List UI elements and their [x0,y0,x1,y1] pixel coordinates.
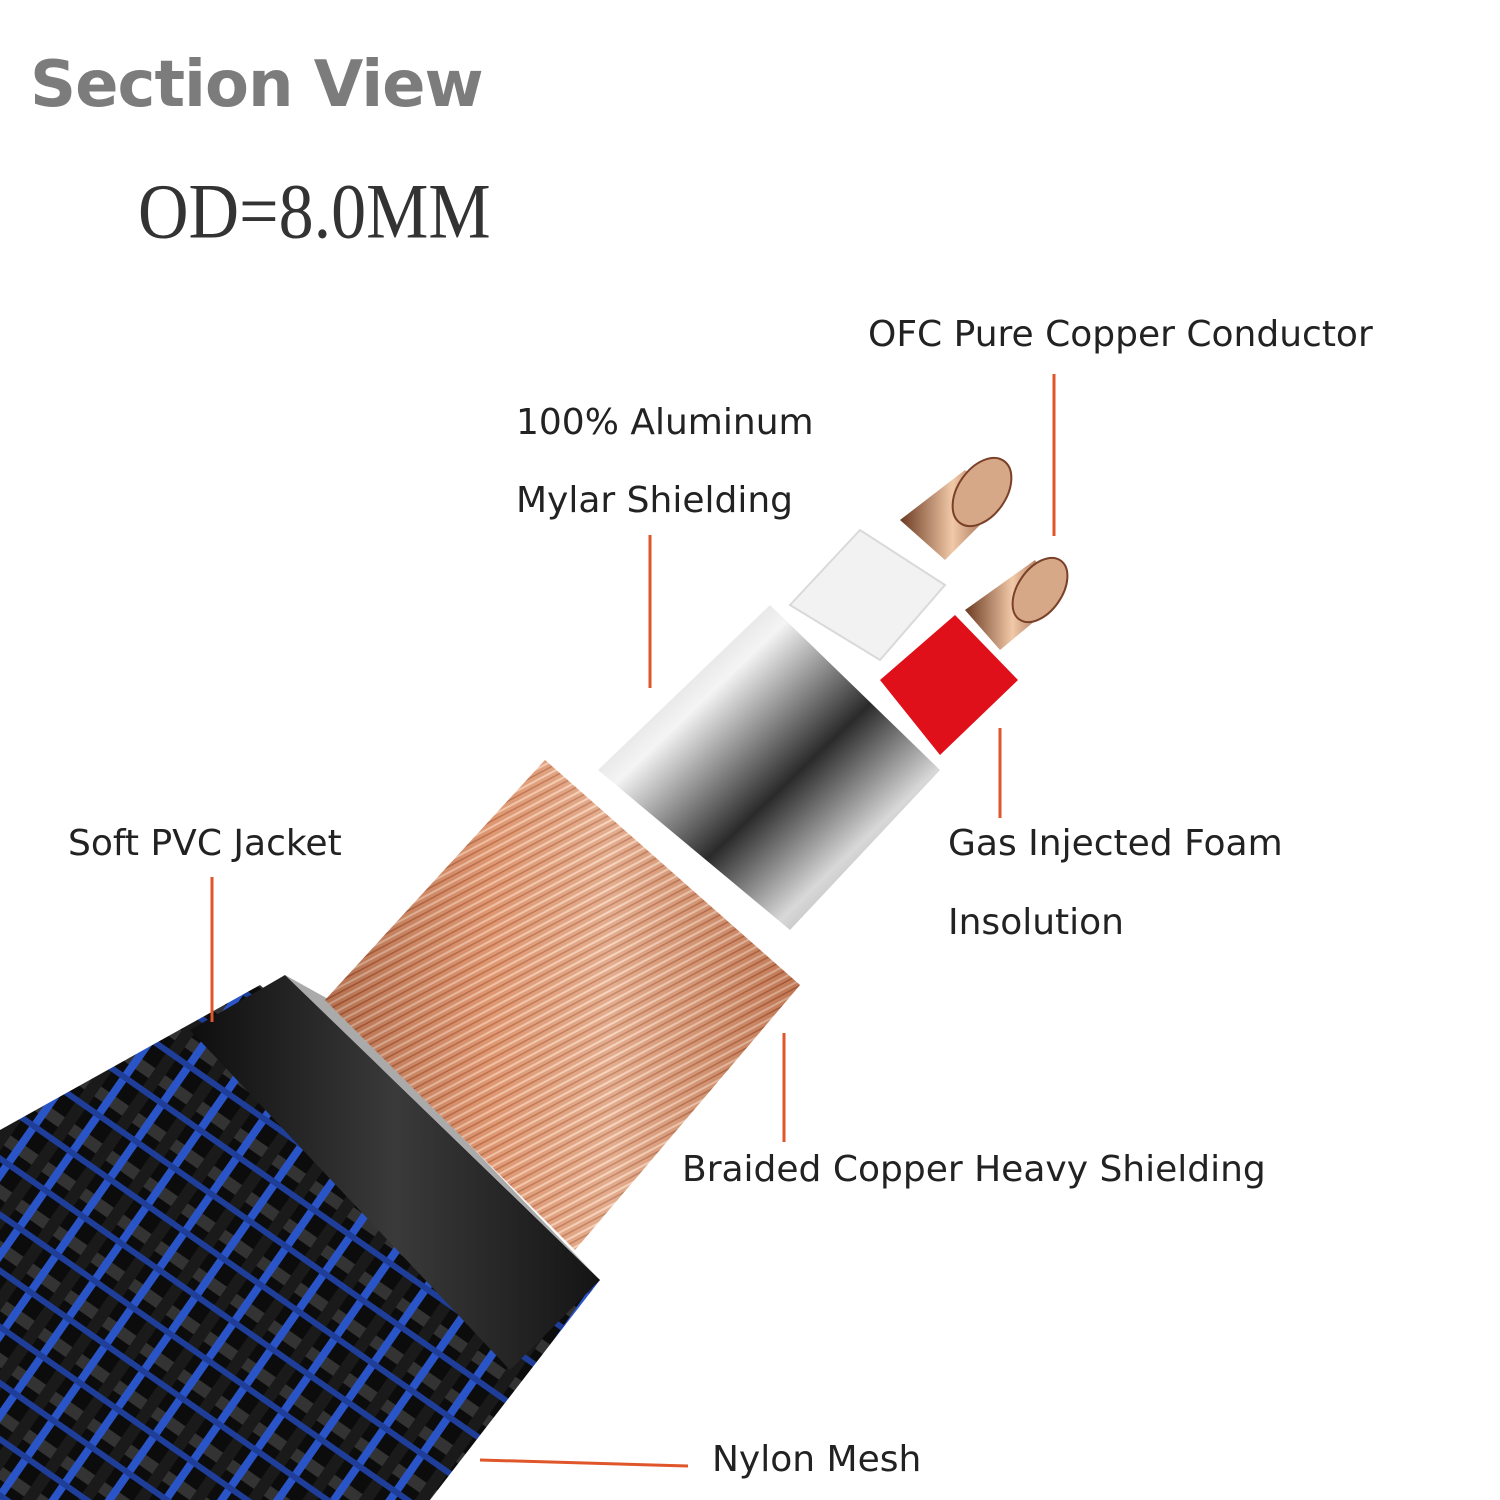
nylon-leader-line [479,1458,689,1468]
nylon-mesh-layer [0,985,600,1500]
braided-shield-label: Braided Copper Heavy Shielding [682,1149,1266,1190]
red-insulated-conductor [880,556,1069,755]
outer-diameter-label: OD=8.0MM [138,169,491,256]
nylon-mesh-label: Nylon Mesh [712,1439,922,1480]
diagram-title: Section View [30,48,484,122]
white-insulated-conductor [788,456,1013,662]
pvc-jacket-label: Soft PVC Jacket [68,823,342,864]
ofc-conductor-label: OFC Pure Copper Conductor [868,314,1373,355]
pvc-jacket-ring [190,975,600,1370]
aluminum-mylar-foil [598,605,940,930]
mylar-shielding-label-line2: Mylar Shielding [516,480,794,521]
foam-insulation-label-line2: Insolution [948,902,1124,943]
foam-insulation-label-line1: Gas Injected Foam [948,823,1283,864]
braided-copper-shield [325,760,800,1250]
mylar-shielding-label-line1: 100% Aluminum [516,402,814,443]
